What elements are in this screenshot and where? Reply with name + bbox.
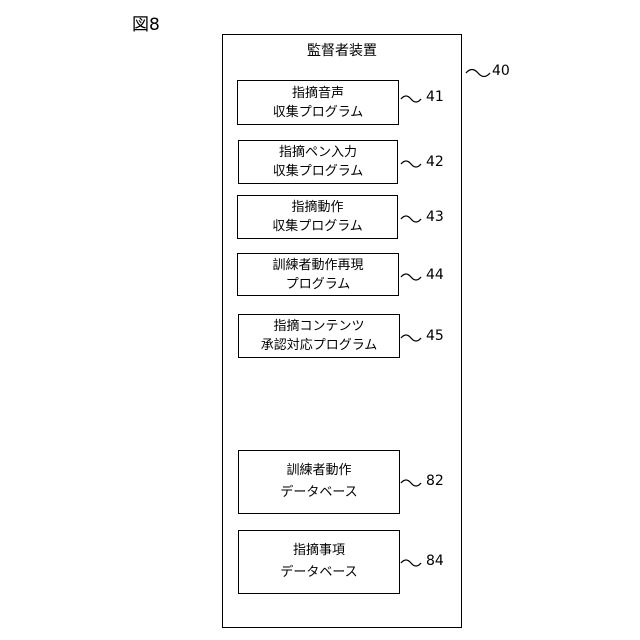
database-box-line2: データベース [280, 482, 357, 504]
program-box-line1: 指摘コンテンツ [273, 317, 364, 336]
program-box-line2: プログラム [286, 275, 351, 294]
program-box-line2: 収集プログラム [273, 162, 364, 181]
program-box-voice-collection: 指摘音声 収集プログラム [237, 80, 399, 125]
leader-line-82 [401, 480, 421, 486]
database-box-findings: 指摘事項 データベース [238, 530, 400, 594]
program-box-line2: 収集プログラム [273, 103, 364, 122]
program-box-line2: 承認対応プログラム [261, 336, 378, 355]
database-box-line1: 指摘事項 [293, 540, 345, 562]
program-box-line2: 収集プログラム [272, 217, 363, 236]
database-box-line2: データベース [280, 562, 357, 584]
ref-number-45: 45 [426, 328, 444, 344]
ref-number-42: 42 [426, 154, 444, 170]
leader-line-44 [401, 274, 421, 280]
program-box-line1: 指摘音声 [292, 84, 344, 103]
program-box-pen-input-collection: 指摘ペン入力 収集プログラム [238, 140, 398, 184]
leader-line-45 [401, 335, 421, 341]
leader-line-84 [401, 560, 421, 566]
program-box-motion-collection: 指摘動作 収集プログラム [237, 195, 398, 239]
program-box-trainee-motion-replay: 訓練者動作再現 プログラム [237, 253, 399, 296]
ref-number-44: 44 [426, 267, 444, 283]
ref-number-43: 43 [426, 209, 444, 225]
database-box-line1: 訓練者動作 [286, 460, 351, 482]
leader-line-41 [401, 96, 421, 102]
program-box-line1: 指摘ペン入力 [279, 143, 357, 162]
leader-line-40 [466, 70, 490, 77]
database-box-trainee-motion: 訓練者動作 データベース [238, 450, 400, 514]
program-box-line1: 訓練者動作再現 [272, 256, 363, 275]
ref-number-84: 84 [426, 553, 444, 569]
ref-number-40: 40 [492, 63, 510, 79]
leader-line-42 [401, 161, 421, 167]
leader-line-43 [401, 216, 421, 222]
ref-number-41: 41 [426, 89, 444, 105]
ref-number-82: 82 [426, 473, 444, 489]
program-box-line1: 指摘動作 [291, 198, 343, 217]
program-box-content-approval: 指摘コンテンツ 承認対応プログラム [238, 314, 400, 358]
